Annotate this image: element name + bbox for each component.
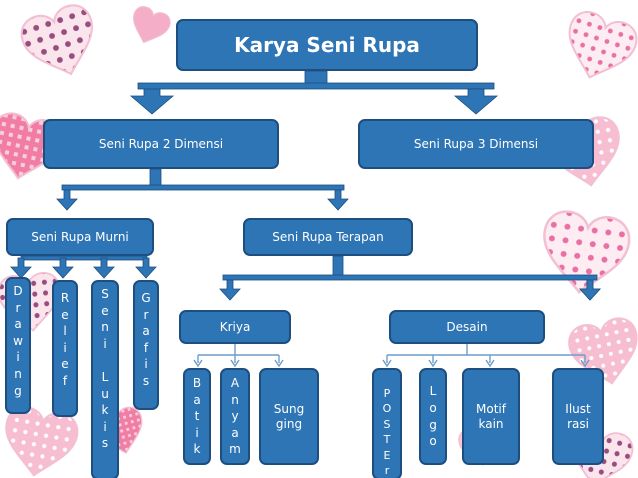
arrow-to-ilustrasi-head: [580, 359, 590, 368]
node-relief: R e l i e f: [52, 280, 78, 417]
arrow-to-murni-leaf-2: [93, 257, 115, 279]
connector-dim2-bar: [61, 184, 345, 191]
node-karya-seni-rupa: Karya Seni Rupa: [176, 19, 478, 71]
connector-terapan-bar: [222, 274, 598, 281]
heart-icon: [132, 6, 171, 44]
connector-terapan-stem: [332, 255, 344, 277]
node-desain: Desain: [389, 310, 545, 344]
node-drawing: D r a w i n g: [5, 277, 31, 414]
heart-icon: [568, 317, 638, 385]
arrow-to-anyam-head: [230, 359, 240, 368]
connector-murni-bar: [20, 255, 148, 261]
arrow-to-desain-b: [579, 279, 601, 301]
node-grafis: G r a f i s: [133, 280, 159, 410]
heart-icon: [543, 210, 631, 294]
node-batik: B a t i k: [183, 368, 211, 465]
node-anyam: A n y a m: [220, 368, 250, 465]
node-motif-kain: Motif kain: [462, 368, 520, 465]
arrow-to-logo-head: [428, 359, 438, 368]
connector-root-bar: [137, 82, 495, 90]
heart-icon: [568, 10, 638, 79]
arrow-to-batik-head: [193, 359, 203, 368]
node-seni-rupa-murni: Seni Rupa Murni: [6, 218, 154, 256]
arrow-to-motif-head: [485, 359, 495, 368]
node-logo: L o g o: [419, 368, 447, 465]
node-poster: P O S T E r: [372, 368, 402, 478]
heart-icon: [20, 4, 93, 76]
arrow-to-poster-head: [382, 359, 392, 368]
arrow-to-dim2: [129, 88, 175, 115]
arrow-to-dim3: [453, 88, 499, 115]
arrow-to-kriya: [219, 279, 241, 301]
connector-root-stem: [304, 70, 328, 85]
arrow-to-murni-leaf-1: [52, 257, 74, 279]
arrow-to-sunging-head: [274, 359, 284, 368]
node-seni-rupa-2-dimensi: Seni Rupa 2 Dimensi: [43, 119, 279, 169]
node-sunging: Sung ging: [259, 368, 319, 465]
node-ilustrasi: Ilust rasi: [552, 368, 604, 465]
node-seni-lukis: S e n i L u k i s: [91, 280, 119, 478]
arrow-to-murni-leaf-0: [10, 257, 32, 279]
node-seni-rupa-3-dimensi: Seni Rupa 3 Dimensi: [358, 119, 594, 169]
node-seni-rupa-terapan: Seni Rupa Terapan: [243, 218, 413, 256]
arrow-to-murni-leaf-3: [135, 257, 157, 279]
arrow-to-terapan: [327, 189, 349, 211]
node-kriya: Kriya: [179, 310, 291, 344]
arrow-to-murni: [56, 189, 78, 211]
